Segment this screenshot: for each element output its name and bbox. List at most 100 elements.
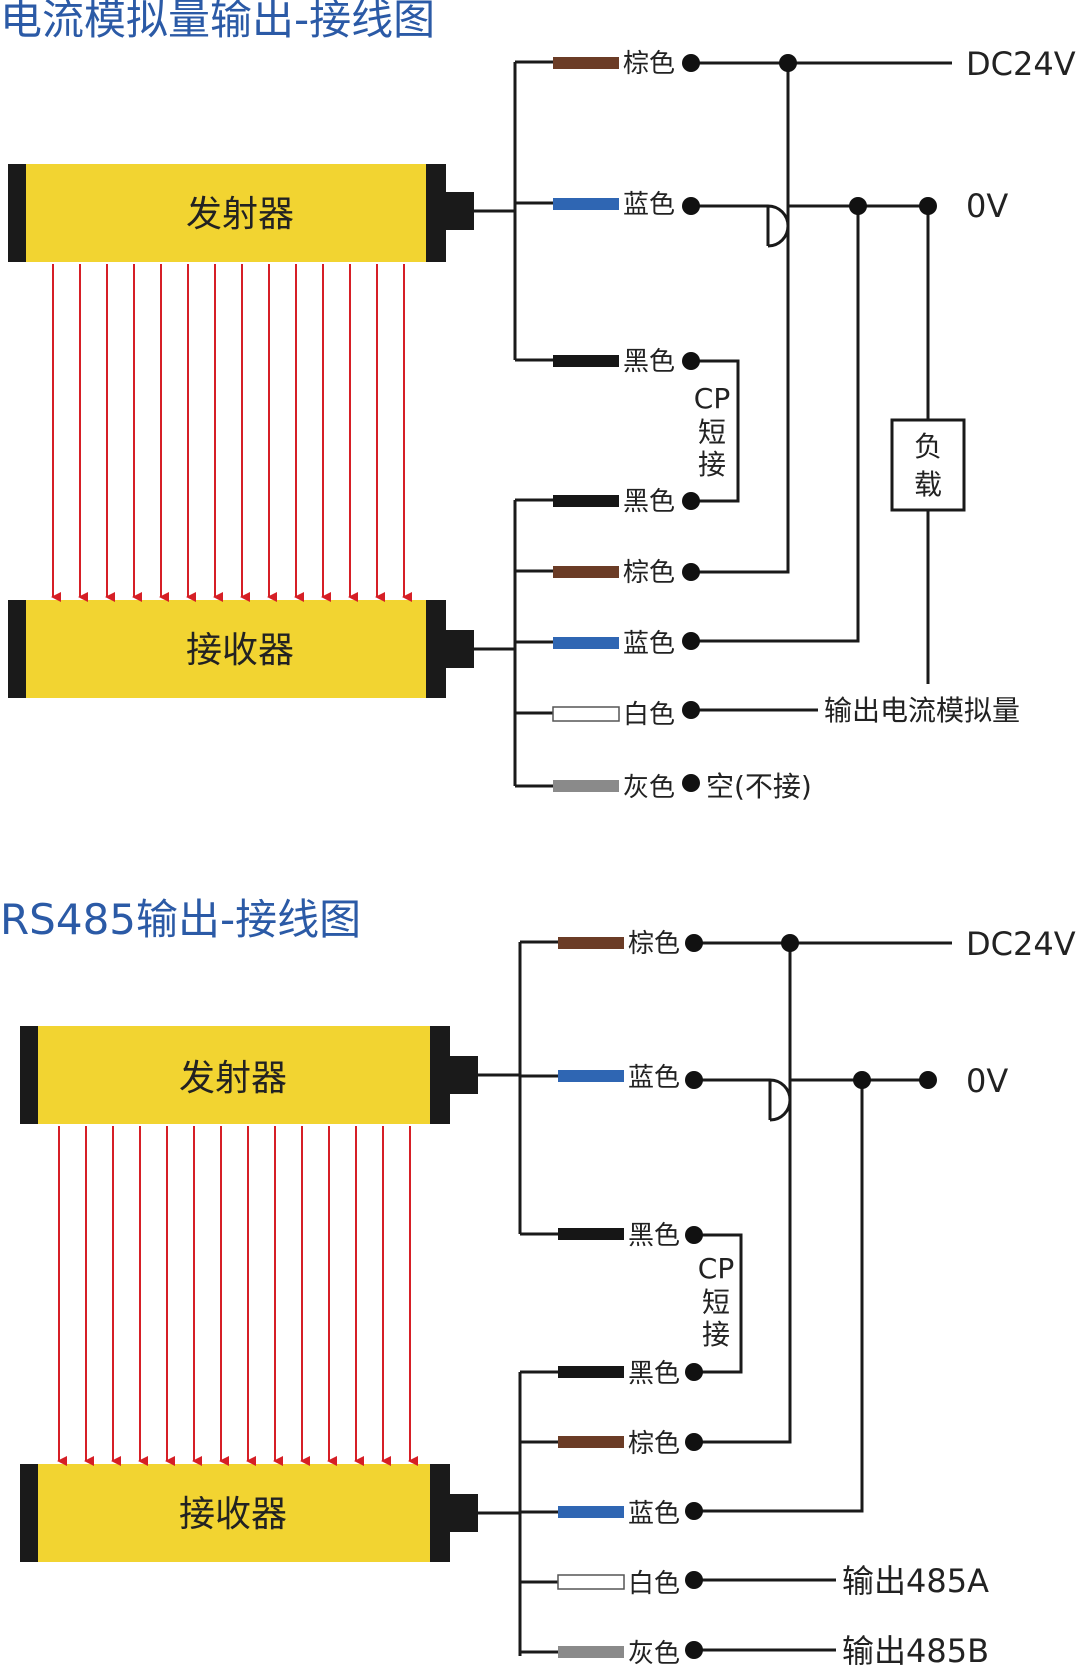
wire-label: 白色: [623, 700, 675, 730]
wire-label: 棕色: [628, 929, 680, 959]
wire-label: 灰色: [623, 773, 675, 803]
terminal-dot: [682, 701, 700, 719]
terminal-dot: [685, 1363, 703, 1381]
emitter-bar: 发射器: [8, 164, 474, 262]
wire-black: [553, 495, 619, 507]
receiver-connector: [450, 1494, 478, 1532]
emitter-connector: [446, 192, 474, 230]
emitter-trunk-line: [474, 62, 517, 360]
wire-blue: [558, 1070, 624, 1082]
wire-label: 黑色: [628, 1221, 680, 1251]
terminal-dot: [685, 1571, 703, 1589]
wire-white: [557, 1574, 625, 1590]
junction-dot: [919, 1071, 937, 1089]
brown-to-dc24v: [694, 943, 792, 1444]
wire-label: 白色: [628, 1569, 680, 1599]
terminal-dot: [682, 197, 700, 215]
receiver-label: 接收器: [179, 1494, 287, 1535]
wire-label: 蓝色: [623, 190, 675, 220]
wire-brown: [558, 1436, 624, 1448]
cp-label: CP: [694, 382, 730, 415]
dc24v-label: DC24V: [966, 925, 1076, 963]
emitter-label: 发射器: [179, 1058, 287, 1099]
wire-black: [558, 1366, 624, 1378]
diagram-rs485-output: RS485输出-接线图 发射器 接收器: [0, 895, 1076, 1670]
wire-label: 蓝色: [623, 629, 675, 659]
wire-brown: [553, 566, 619, 578]
wire-label: 蓝色: [628, 1499, 680, 1529]
wire-blue: [553, 637, 619, 649]
diagram-analog-output: 电流模拟量输出-接线图 发射器 接收器: [0, 0, 1076, 803]
wire-black: [558, 1228, 624, 1240]
gray-unused-label: 空(不接): [706, 770, 812, 803]
receiver-connector: [446, 630, 474, 668]
wire-gray: [558, 1646, 624, 1658]
wire-brown: [553, 57, 619, 69]
wire-blue: [558, 1506, 624, 1518]
zero-volt-rail: [691, 204, 920, 248]
load-label: 负: [914, 430, 942, 463]
light-rays: [51, 264, 412, 602]
receiver-trunk-line: [478, 1372, 522, 1656]
terminal-dot: [685, 1433, 703, 1451]
wire-blue: [553, 198, 619, 210]
junction-dot: [781, 934, 799, 952]
junction-dot: [849, 197, 867, 215]
wire-brown: [558, 937, 624, 949]
cp-short-char: 接: [698, 448, 726, 481]
terminal-dot: [682, 774, 700, 792]
receiver-bar: 接收器: [20, 1464, 478, 1562]
terminal-dot: [685, 1502, 703, 1520]
wire-stubs: [515, 60, 553, 788]
analog-output-label: 输出电流模拟量: [824, 694, 1020, 727]
light-rays: [57, 1126, 418, 1466]
output-485b-label: 输出485B: [842, 1632, 989, 1670]
wire-white: [552, 706, 620, 722]
terminal-dot: [682, 54, 700, 72]
terminal-dot: [682, 492, 700, 510]
wire-label: 蓝色: [628, 1063, 680, 1093]
junction-dot: [919, 197, 937, 215]
wire-stubs: [520, 940, 558, 1654]
zero-volt-rail: [694, 1078, 920, 1122]
emitter-trunk-line: [478, 942, 522, 1234]
cp-short-char: 接: [702, 1318, 730, 1351]
wire-label: 黑色: [623, 347, 675, 377]
cp-short-link: [691, 359, 740, 503]
emitter-bar: 发射器: [20, 1026, 478, 1124]
wire-label: 棕色: [628, 1429, 680, 1459]
diagram-title: 电流模拟量输出-接线图: [0, 0, 435, 44]
zero-volt-label: 0V: [966, 1062, 1008, 1100]
terminal-dot: [685, 1641, 703, 1659]
junction-dot: [779, 54, 797, 72]
terminal-dot: [682, 352, 700, 370]
cp-short-char: 短: [702, 1286, 730, 1319]
emitter-label: 发射器: [186, 194, 294, 235]
brown-to-dc24v: [691, 63, 790, 574]
wire-label: 棕色: [623, 558, 675, 588]
diagram-title: RS485输出-接线图: [0, 895, 361, 944]
wire-label: 黑色: [628, 1359, 680, 1389]
terminal-dot: [682, 632, 700, 650]
wire-gray: [553, 780, 619, 792]
load-box: [890, 418, 966, 512]
wire-label: 黑色: [623, 487, 675, 517]
load-label: 载: [914, 468, 942, 501]
blue-to-0v: [694, 1080, 864, 1513]
blue-to-0v: [691, 206, 860, 643]
cp-label: CP: [698, 1252, 734, 1285]
terminal-dot: [685, 934, 703, 952]
terminal-dot: [685, 1071, 703, 1089]
wire-label: 棕色: [623, 49, 675, 79]
receiver-bar: 接收器: [8, 600, 474, 698]
output-485a-label: 输出485A: [842, 1562, 989, 1600]
emitter-connector: [450, 1056, 478, 1094]
zero-volt-label: 0V: [966, 187, 1008, 225]
receiver-label: 接收器: [186, 630, 294, 671]
cp-short-char: 短: [698, 416, 726, 449]
wire-black: [553, 355, 619, 367]
dc24v-label: DC24V: [966, 45, 1076, 83]
terminal-dot: [685, 1226, 703, 1244]
junction-dot: [853, 1071, 871, 1089]
